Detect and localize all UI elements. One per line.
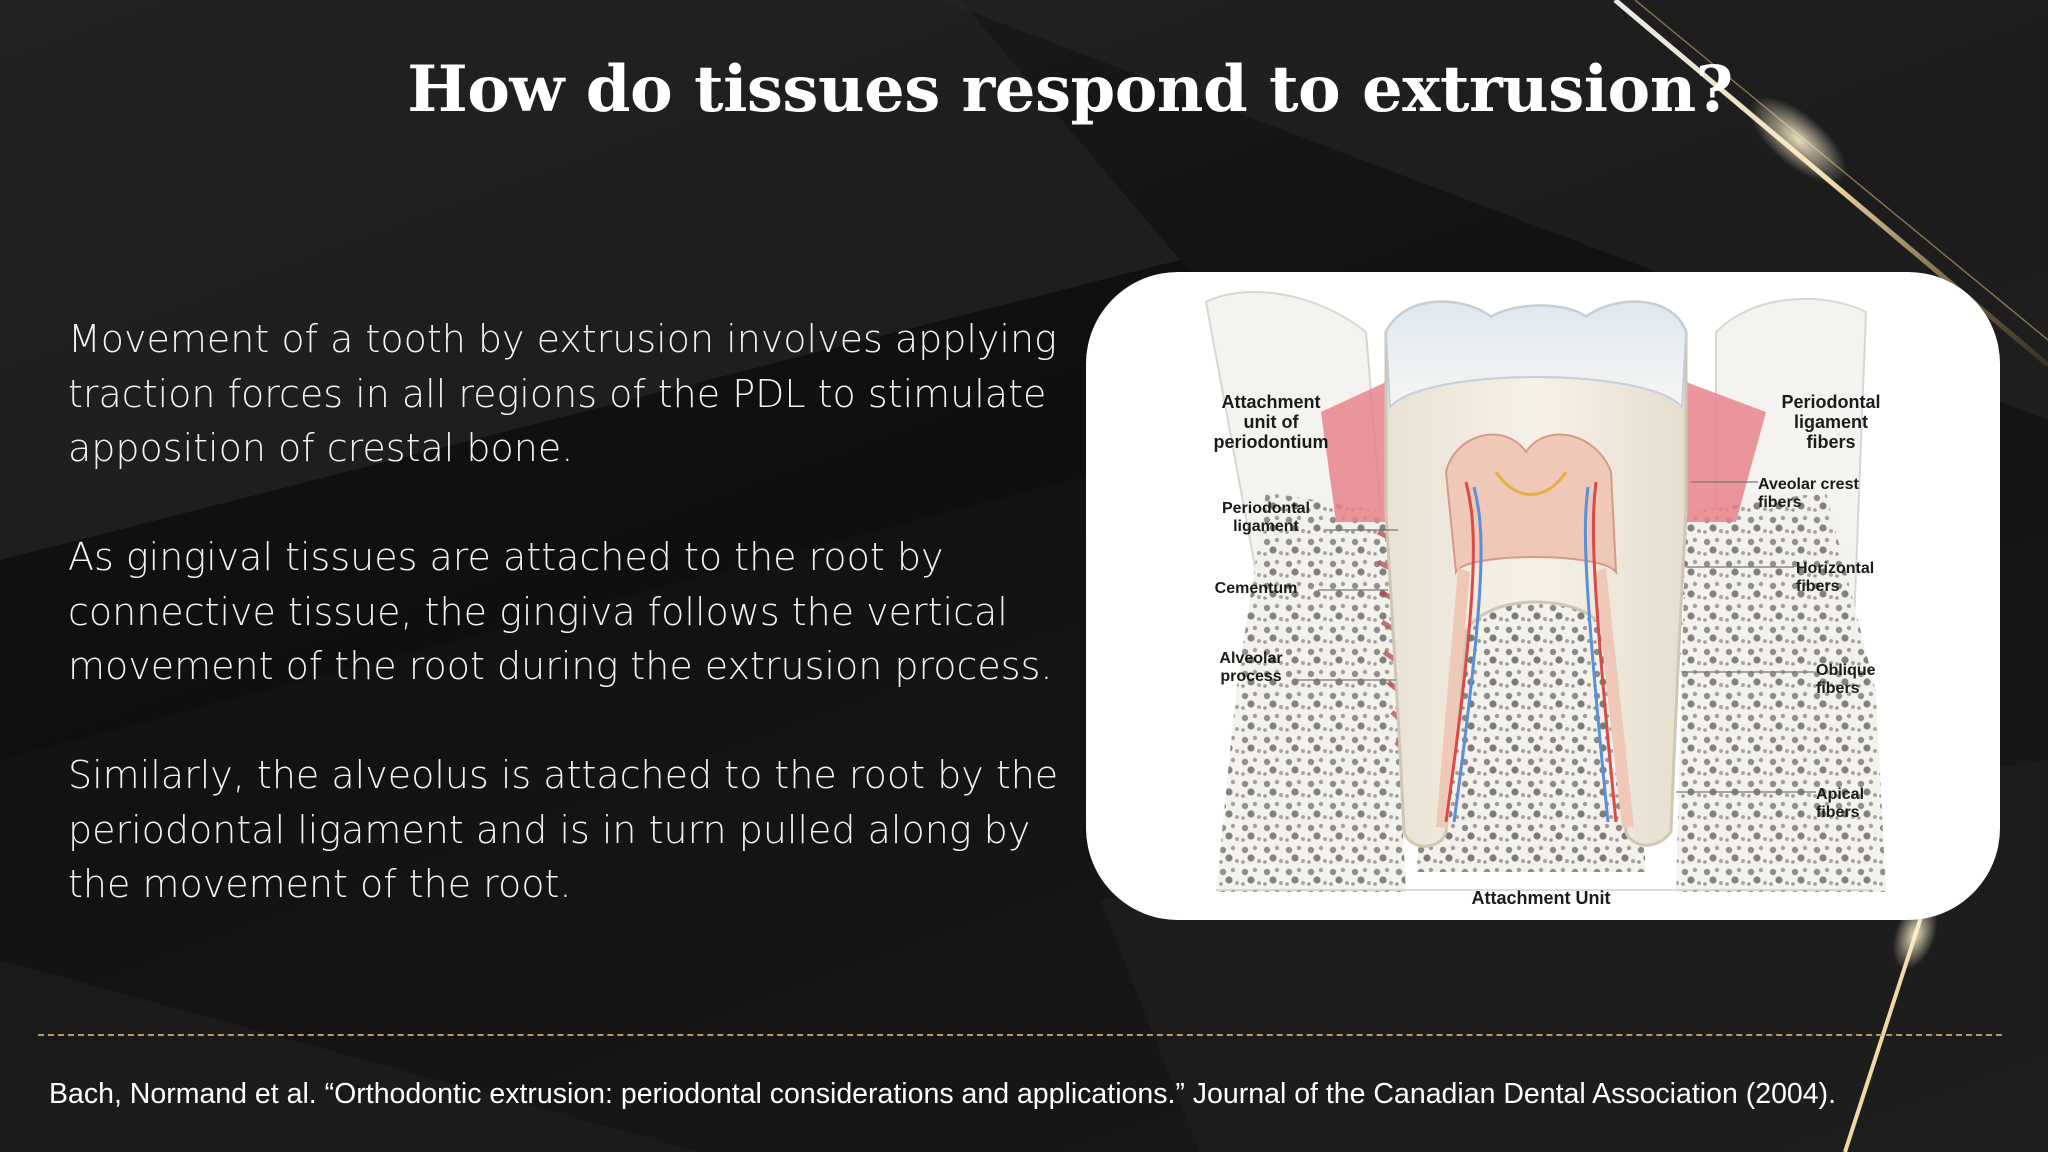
label-oblique-fibers: Oblique fibers bbox=[1816, 662, 1876, 697]
slide-title: How do tissues respond to extrusion? bbox=[407, 52, 1733, 127]
label-pdl-fibers-heading: Periodontal ligament fibers bbox=[1781, 392, 1881, 453]
paragraph-extrusion-forces: Movement of a tooth by extrusion involve… bbox=[68, 317, 1057, 470]
label-attachment-unit-heading: Attachment unit of periodontium bbox=[1213, 392, 1329, 453]
label-apical-fibers: Apical fibers bbox=[1816, 786, 1865, 821]
footer-divider bbox=[38, 1034, 2002, 1036]
paragraph-gingival-tissues: As gingival tissues are attached to the … bbox=[68, 535, 1053, 688]
tooth-illustration bbox=[1204, 291, 1886, 892]
citation: Bach, Normand et al. “Orthodontic extrus… bbox=[49, 1078, 1837, 1110]
paragraph-alveolus: Similarly, the alveolus is attached to t… bbox=[68, 753, 1059, 906]
tooth-anatomy-figure: Attachment unit of periodontium Periodon… bbox=[1086, 272, 2000, 920]
label-alveolar-process: Alveolar process bbox=[1219, 650, 1283, 685]
label-attachment-unit: Attachment Unit bbox=[1471, 888, 1611, 908]
body-text: Movement of a tooth by extrusion involve… bbox=[68, 312, 1078, 966]
label-alveolar-crest-fibers: Aveolar crest fibers bbox=[1758, 476, 1859, 511]
label-periodontal-ligament: Periodontal ligament bbox=[1221, 500, 1310, 535]
label-horizontal-fibers: Horizontal fibers bbox=[1796, 560, 1875, 595]
label-cementum: Cementum bbox=[1214, 580, 1298, 597]
